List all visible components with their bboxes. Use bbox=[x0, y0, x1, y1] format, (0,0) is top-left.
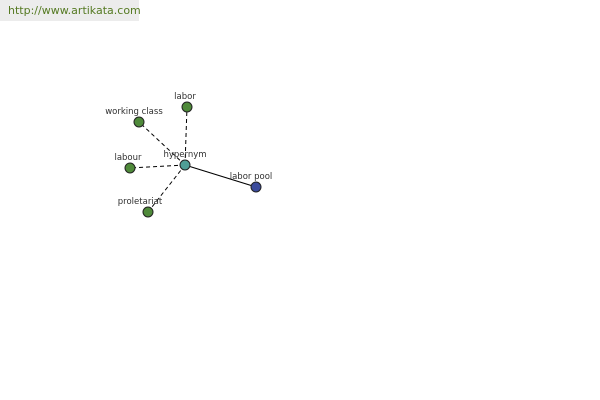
node-labour-dot[interactable] bbox=[124, 162, 136, 174]
node-labour[interactable]: labour bbox=[114, 153, 142, 174]
node-hypernym-label[interactable]: hypernym bbox=[163, 150, 206, 160]
edge-hypernym-to-working-class bbox=[138, 121, 186, 166]
node-working-class-label[interactable]: working class bbox=[105, 107, 163, 117]
node-labor[interactable]: labor bbox=[174, 92, 196, 113]
edge-hypernym-to-labor bbox=[184, 106, 188, 166]
edge-hypernym-to-labor-pool bbox=[184, 164, 257, 188]
node-proletariat[interactable]: proletariat bbox=[118, 197, 163, 218]
node-working-class[interactable]: working class bbox=[105, 107, 163, 128]
source-url[interactable]: http://www.artikata.com bbox=[0, 0, 141, 21]
graph-edges bbox=[129, 106, 257, 213]
node-hypernym-dot[interactable] bbox=[179, 159, 191, 171]
node-labor-label[interactable]: labor bbox=[174, 92, 196, 102]
node-proletariat-label[interactable]: proletariat bbox=[118, 197, 163, 207]
node-labor-pool-dot[interactable] bbox=[250, 181, 262, 193]
edge-hypernym-to-proletariat bbox=[147, 164, 186, 213]
node-labour-label[interactable]: labour bbox=[114, 153, 142, 163]
node-labor-pool[interactable]: labor pool bbox=[230, 172, 273, 193]
node-proletariat-dot[interactable] bbox=[142, 206, 154, 218]
node-labor-dot[interactable] bbox=[181, 101, 193, 113]
edge-hypernym-to-labour bbox=[129, 164, 186, 169]
node-labor-pool-label[interactable]: labor pool bbox=[230, 172, 273, 182]
node-working-class-dot[interactable] bbox=[133, 116, 145, 128]
graph-nodes: hypernym labor working class labour proletar… bbox=[105, 92, 273, 218]
node-hypernym[interactable]: hypernym bbox=[163, 150, 207, 171]
